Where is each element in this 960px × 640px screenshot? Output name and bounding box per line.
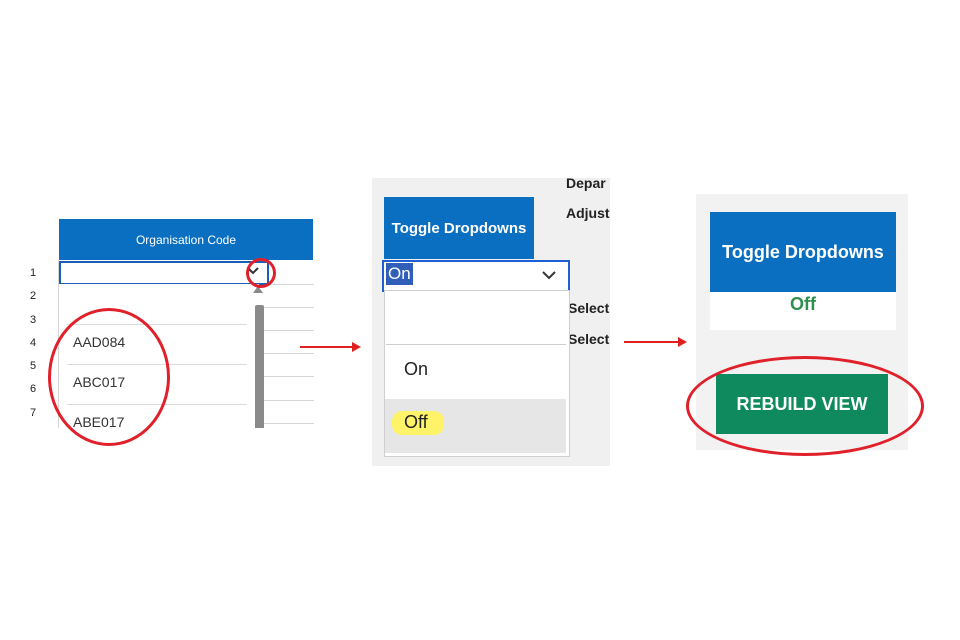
arrow-right-icon: [678, 337, 687, 347]
row-number-1: 1: [29, 267, 37, 279]
toggle-dropdown-panel: Toggle Dropdowns Depar Adjust Select Sel…: [372, 178, 610, 466]
select-current-value: On: [386, 263, 413, 285]
highlight-marker: [392, 411, 444, 435]
toggle-dropdowns-button[interactable]: Toggle Dropdowns: [384, 197, 534, 259]
side-label-select-1: Select: [568, 300, 610, 316]
status-box: [710, 292, 896, 330]
row-number-7: 7: [29, 407, 37, 419]
arrow-line: [300, 346, 352, 348]
scrollbar-thumb[interactable]: [255, 305, 264, 428]
column-header-organisation-code[interactable]: Organisation Code: [59, 219, 313, 260]
option-on[interactable]: On: [404, 359, 429, 379]
chevron-down-icon[interactable]: [540, 266, 558, 284]
organisation-code-cell[interactable]: [59, 261, 269, 285]
toggle-select[interactable]: [382, 260, 570, 292]
annotation-circle-list: [48, 308, 170, 446]
row-number-4: 4: [29, 337, 37, 349]
side-label-adjust: Adjust: [566, 205, 610, 221]
annotation-circle-dropdown-arrow: [246, 258, 276, 288]
list-separator: [67, 324, 247, 325]
row-number-3: 3: [29, 314, 37, 326]
arrow-right-icon: [352, 342, 361, 352]
option-off[interactable]: Off: [404, 412, 428, 432]
toggle-dropdowns-button[interactable]: Toggle Dropdowns: [710, 212, 896, 292]
scroll-up-arrow-icon[interactable]: [253, 286, 263, 293]
side-label-select-2: Select: [568, 331, 610, 347]
row-number-6: 6: [29, 383, 37, 395]
row-number-5: 5: [29, 360, 37, 372]
side-label-depar: Depar: [566, 178, 606, 191]
toggle-status: Off: [790, 294, 816, 314]
arrow-line: [624, 341, 678, 343]
annotation-circle-rebuild: [686, 356, 924, 456]
row-number-2: 2: [29, 290, 37, 302]
menu-separator: [386, 344, 566, 345]
